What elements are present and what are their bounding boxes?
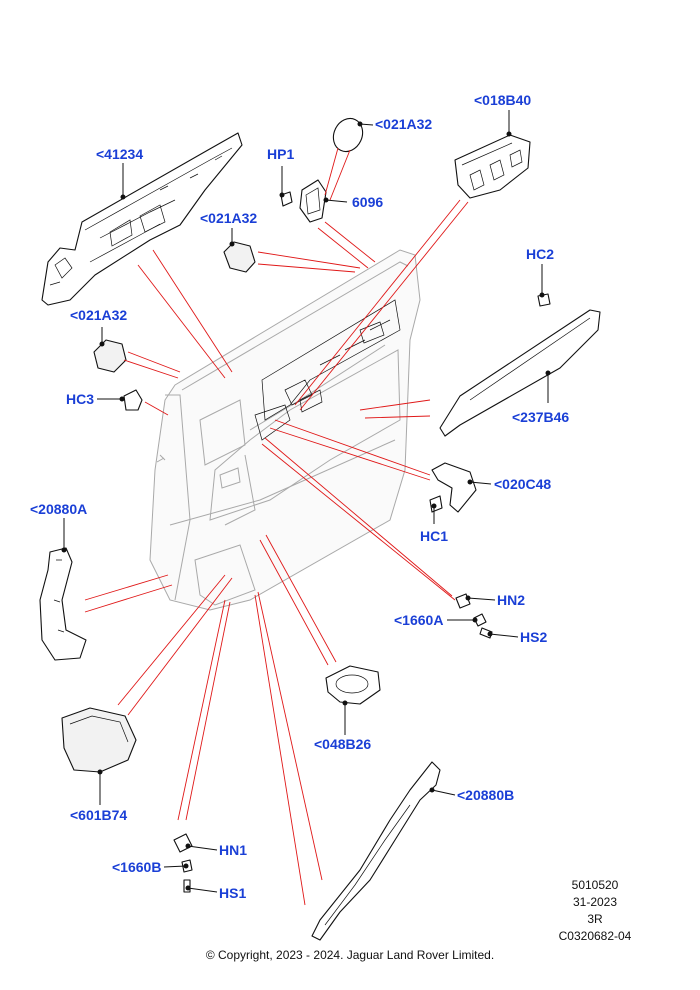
cap-021a32-left-part [93,339,127,373]
leader-lines [84,147,469,906]
label-hp1: HP1 [267,146,294,162]
door-trim-panel [149,249,421,611]
trim-strip-20880b-part [311,761,441,941]
label-018b40: <018B40 [474,92,531,108]
clip-hc3-part [123,389,143,411]
reference-revision: 3R [587,912,603,926]
label-048b26: <048B26 [314,736,371,752]
callout-lines [61,110,551,893]
label-1660b: <1660B [112,859,161,875]
label-hs2: HS2 [520,629,547,645]
upper-trim-41234-part [41,132,243,306]
armrest-strip-237b46-part [439,309,601,437]
label-601b74: <601B74 [70,807,127,823]
label-1660a: <1660A [394,612,443,628]
reference-code: C0320682-04 [558,929,632,943]
trim-strip-20880a-part [39,547,87,661]
label-021a32-mid: <021A32 [200,210,257,226]
diagram-reference-block: 5010520 31-2023 3R C0320682-04 [550,878,640,943]
label-hc2: HC2 [526,246,554,262]
label-hn1: HN1 [219,842,247,858]
label-hs1: HS1 [219,885,246,901]
label-41234: <41234 [96,146,143,162]
reference-number: 5010520 [571,878,619,892]
label-237b46: <237B46 [512,409,569,425]
clip-hn1-part [173,833,193,853]
handle-020c48-part [431,462,477,513]
switch-pack-018b40-part [454,134,531,199]
cap-021a32-top-part [332,117,364,153]
label-021a32-left: <021A32 [70,307,127,323]
reference-date: 31-2023 [572,895,618,909]
clip-1660a-part [473,613,487,627]
label-hc1: HC1 [420,528,448,544]
label-hn2: HN2 [497,592,525,608]
label-20880b: <20880B [457,787,514,803]
bracket-6096-part [299,179,327,223]
label-020c48: <020C48 [494,476,551,492]
label-hc3: HC3 [66,391,94,407]
clip-hc1-part [429,495,443,513]
speaker-grille-601b74-part [61,707,137,773]
cap-021a32-mid-part [223,241,256,273]
copyright-notice: © Copyright, 2023 - 2024. Jaguar Land Ro… [205,948,495,962]
label-021a32-top: <021A32 [375,116,432,132]
label-20880a: <20880A [30,501,87,517]
label-6096: 6096 [352,194,383,210]
cup-holder-048b26-part [325,665,381,705]
part-labels: <41234 HP1 <021A32 6096 <018B40 <021A32 … [30,92,569,901]
